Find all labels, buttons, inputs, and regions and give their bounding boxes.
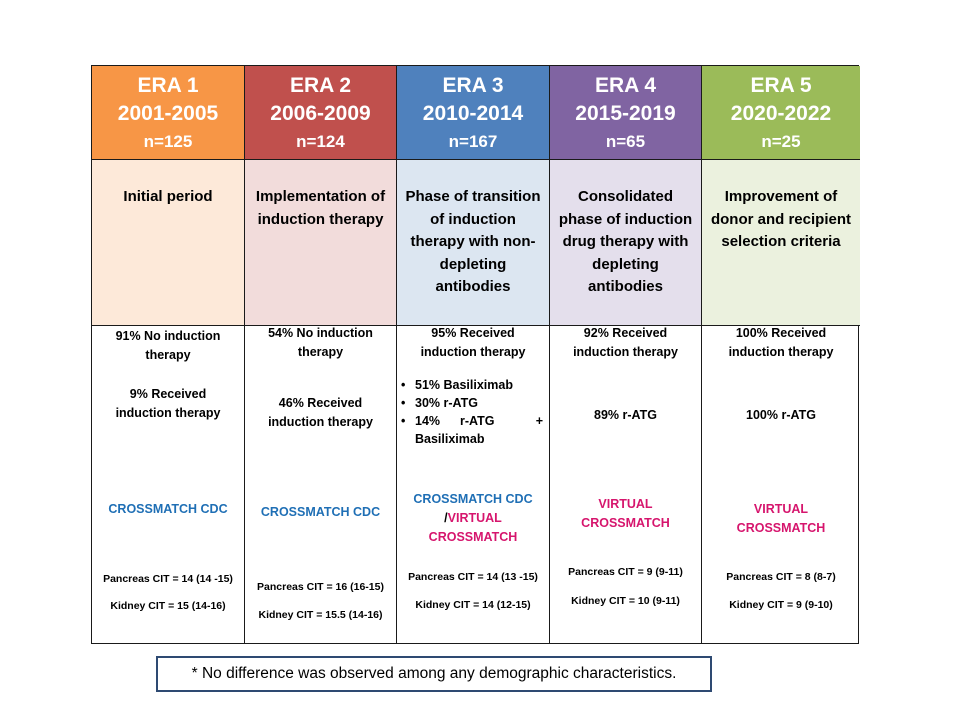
era1-description: Initial period	[123, 188, 213, 205]
era2-description: Implementation of induction therapy	[255, 188, 386, 228]
era4-ratg: 89% r-ATG	[594, 408, 657, 422]
footnote-text: * No difference was observed among any d…	[191, 665, 677, 682]
era3-crossmatch-slash: /	[444, 511, 448, 525]
era4-crossmatch-label: CROSSMATCH	[581, 516, 670, 530]
era2-count: n=124	[296, 131, 345, 151]
era3-header: ERA 3 2010-2014 n=167	[397, 66, 550, 160]
era1-induction-received: 9% Received induction therapy	[115, 387, 221, 420]
era1-years: 2001-2005	[117, 101, 219, 125]
era1-details-cell: 91% No induction therapy 9% Received ind…	[92, 326, 245, 643]
era3-crossmatch-virtual: VIRTUAL	[447, 511, 502, 525]
era4-induction-received: 92% Received induction therapy	[573, 326, 678, 359]
era3-ratg: 30% r-ATG	[415, 396, 478, 410]
era4-count: n=65	[605, 131, 646, 151]
era3-years: 2010-2014	[422, 101, 524, 125]
era3-combo-plus: +	[535, 414, 543, 428]
era3-crossmatch-virtual-line: /VIRTUAL	[397, 509, 549, 528]
era5-crossmatch-label: CROSSMATCH	[736, 521, 826, 535]
era1-count: n=125	[143, 131, 193, 151]
era1-induction-none: 91% No induction therapy	[115, 329, 221, 362]
era2-header: ERA 2 2006-2009 n=124	[245, 66, 397, 160]
list-item: • 51% Basiliximab	[401, 376, 543, 394]
era3-description: Phase of transition of induction therapy…	[405, 188, 541, 295]
era4-description: Consolidated phase of induction drug the…	[558, 188, 693, 295]
era3-count: n=167	[448, 131, 498, 151]
bullet-icon: •	[401, 378, 406, 392]
era1-kidney-cit: Kidney CIT = 15 (14-16)	[110, 600, 226, 612]
era1-pancreas-cit: Pancreas CIT = 14 (14 -15)	[103, 573, 233, 585]
era3-description-cell: Phase of transition of induction therapy…	[397, 160, 550, 326]
era3-basiliximab: 51% Basiliximab	[415, 378, 513, 392]
era3-induction-received: 95% Received induction therapy	[420, 326, 526, 359]
era5-title: ERA 5	[750, 73, 812, 97]
era5-pancreas-cit: Pancreas CIT = 8 (8-7)	[726, 571, 836, 583]
era3-agent-list: •51% Basiliximab •30% r-ATG •14%r-ATG + …	[401, 376, 543, 448]
era4-kidney-cit: Kidney CIT = 10 (9-11)	[571, 595, 680, 607]
era5-induction-received: 100% Received induction therapy	[728, 326, 834, 359]
bullet-icon: •	[401, 414, 406, 428]
era4-description-cell: Consolidated phase of induction drug the…	[550, 160, 702, 326]
era4-title: ERA 4	[594, 73, 657, 97]
era4-header: ERA 4 2015-2019 n=65	[550, 66, 702, 160]
list-item: • 14% r-ATG +	[401, 412, 543, 430]
era5-ratg: 100% r-ATG	[746, 408, 816, 422]
era1-title: ERA 1	[137, 73, 199, 97]
era3-combo-percent: 14%	[415, 414, 441, 428]
era4-years: 2015-2019	[575, 101, 676, 125]
list-item: • 30% r-ATG	[401, 394, 543, 412]
era3-pancreas-cit: Pancreas CIT = 14 (13 -15)	[408, 571, 538, 583]
era5-years: 2020-2022	[730, 101, 832, 125]
era2-description-cell: Implementation of induction therapy	[245, 160, 397, 326]
list-item: Basiliximab	[401, 430, 543, 448]
era2-induction-none: 54% No induction therapy	[268, 326, 373, 359]
era2-pancreas-cit: Pancreas CIT = 16 (16-15)	[257, 581, 384, 593]
era2-years: 2006-2009	[270, 101, 371, 125]
era3-combo-basiliximab: Basiliximab	[415, 432, 485, 446]
era3-crossmatch-label: CROSSMATCH	[428, 530, 518, 544]
era5-crossmatch-virtual: VIRTUAL	[753, 502, 809, 516]
era5-kidney-cit: Kidney CIT = 9 (9-10)	[729, 599, 833, 611]
era1-crossmatch: CROSSMATCH CDC	[108, 502, 228, 516]
era4-details-cell: 92% Received induction therapy 89% r-ATG…	[550, 326, 702, 643]
era3-combo-ratg: r-ATG	[460, 414, 495, 428]
era3-kidney-cit: Kidney CIT = 14 (12-15)	[415, 599, 531, 611]
eras-table: ERA 1 2001-2005 n=125 ERA 2 2006-2009 n=…	[91, 65, 860, 644]
era1-description-cell: Initial period	[92, 160, 245, 326]
era2-crossmatch: CROSSMATCH CDC	[260, 505, 381, 519]
era2-induction-received: 46% Received induction therapy	[268, 396, 373, 429]
era2-title: ERA 2	[289, 73, 352, 97]
era3-crossmatch-cdc: CROSSMATCH CDC	[413, 492, 533, 506]
era5-header: ERA 5 2020-2022 n=25	[702, 66, 860, 160]
era1-header: ERA 1 2001-2005 n=125	[92, 66, 245, 160]
era4-pancreas-cit: Pancreas CIT = 9 (9-11)	[568, 566, 683, 578]
era5-description-cell: Improvement of donor and recipient selec…	[702, 160, 860, 326]
era5-description: Improvement of donor and recipient selec…	[710, 188, 851, 250]
era5-count: n=25	[761, 131, 801, 151]
era2-kidney-cit: Kidney CIT = 15.5 (14-16)	[258, 609, 383, 621]
era4-crossmatch-virtual: VIRTUAL	[598, 497, 653, 511]
era2-details-cell: 54% No induction therapy 46% Received in…	[245, 326, 397, 643]
era5-details-cell: 100% Received induction therapy 100% r-A…	[702, 326, 860, 643]
era3-title: ERA 3	[442, 73, 504, 97]
footnote-box: * No difference was observed among any d…	[156, 656, 712, 692]
era3-details-cell: 95% Received induction therapy • 51% Basi…	[397, 326, 550, 643]
bullet-icon: •	[401, 396, 406, 410]
